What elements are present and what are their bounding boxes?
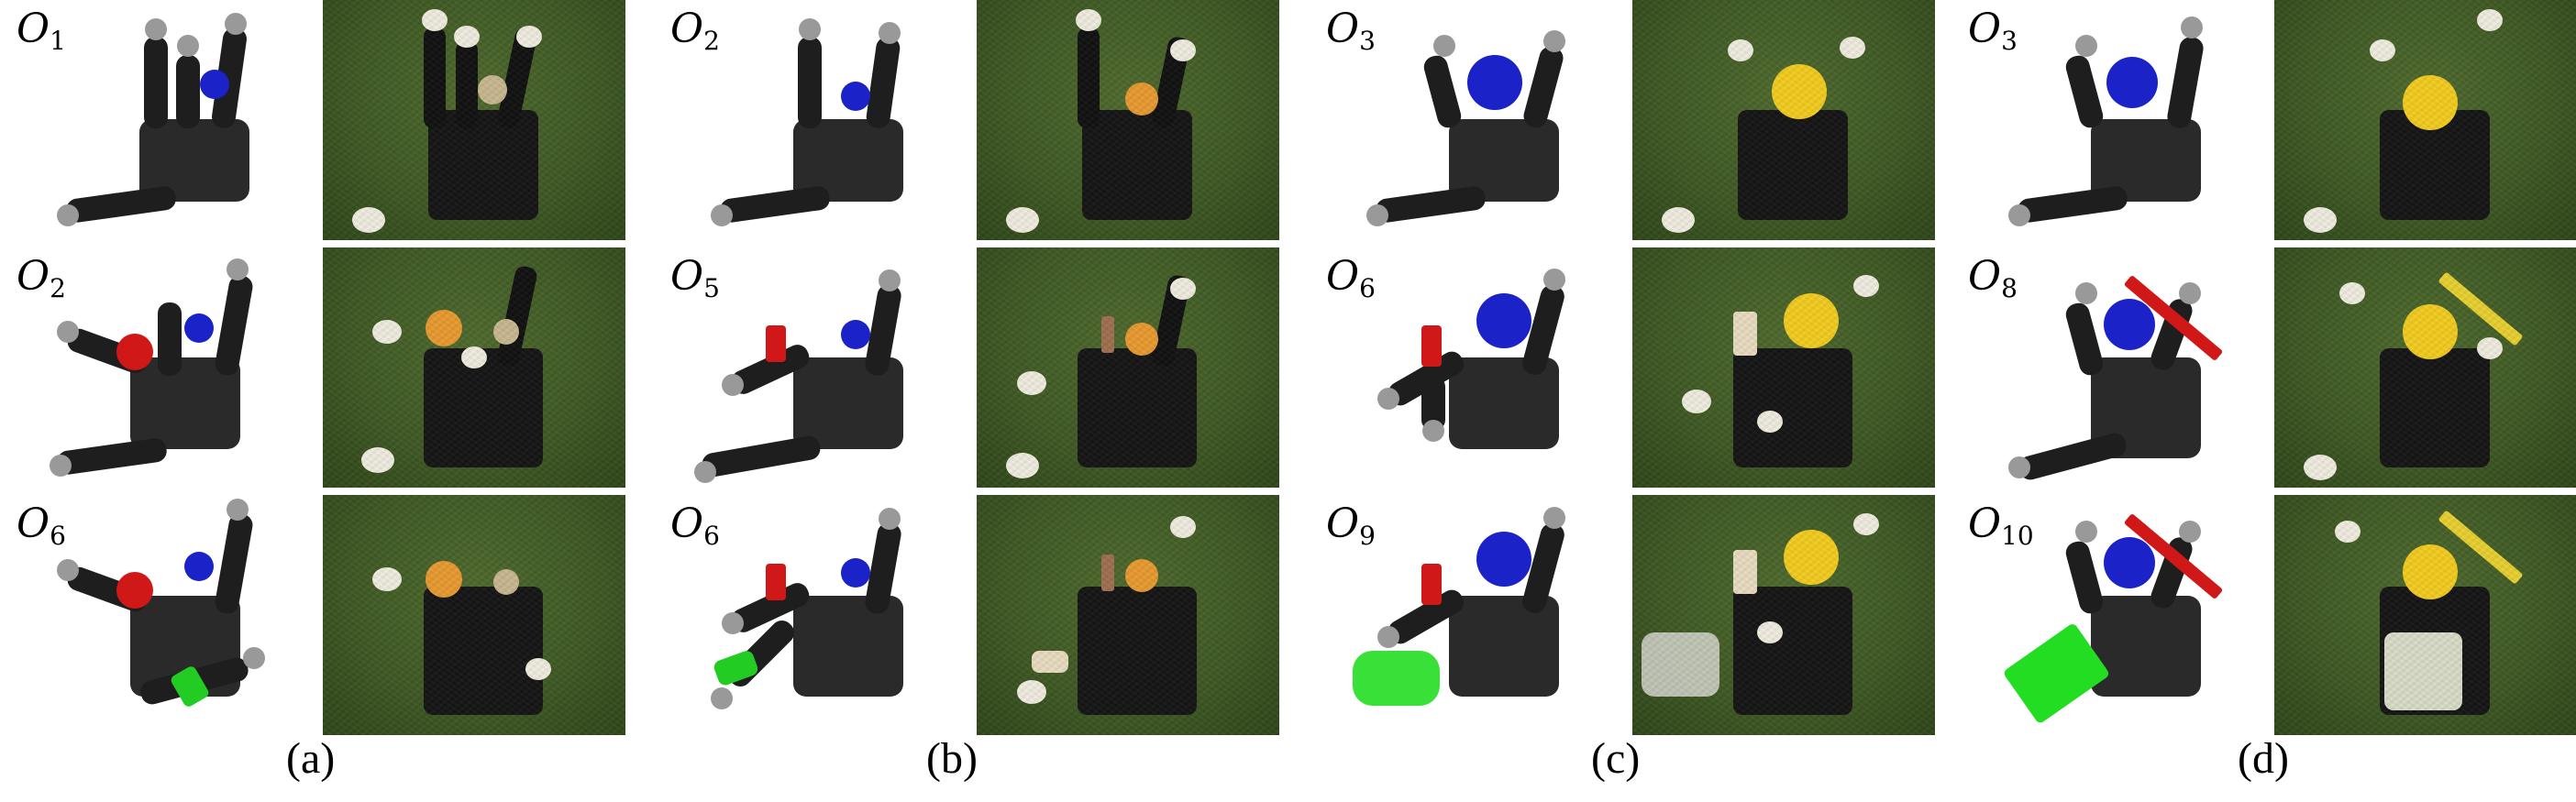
real-hand-photo	[1632, 0, 1935, 240]
object-label: O6	[670, 500, 720, 551]
panel-b: O2	[665, 0, 1298, 802]
row-2: O6	[1321, 247, 1953, 488]
row-3: O6	[665, 495, 1298, 735]
real-hand-photo	[977, 495, 1279, 735]
simulated-hand-render: O6	[665, 495, 967, 735]
object-label: O2	[17, 253, 66, 303]
object-label: O6	[1326, 253, 1376, 303]
real-hand-photo	[1632, 495, 1935, 735]
panel-d: O3 O8	[1962, 0, 2576, 802]
panel-caption: (a)	[286, 734, 336, 783]
row-3: O10	[1962, 495, 2576, 735]
simulated-hand-render: O10	[1962, 495, 2265, 735]
object-label: O1	[17, 5, 66, 56]
simulated-hand-render: O5	[665, 247, 967, 488]
simulated-hand-render: O9	[1321, 495, 1623, 735]
object-label: O8	[1968, 253, 2018, 303]
row-1: O3	[1321, 0, 1953, 240]
row-2: O8	[1962, 247, 2576, 488]
row-3: O9	[1321, 495, 1953, 735]
row-2: O5	[665, 247, 1298, 488]
row-1: O2	[665, 0, 1298, 240]
object-label: O3	[1968, 5, 2018, 56]
row-1: O3	[1962, 0, 2576, 240]
object-label: O9	[1326, 500, 1376, 551]
real-hand-photo	[323, 0, 625, 240]
real-hand-photo	[323, 495, 625, 735]
real-hand-photo	[2274, 247, 2576, 488]
object-sphere	[200, 70, 229, 99]
panel-caption: (c)	[1591, 734, 1641, 783]
simulated-hand-render: O3	[1321, 0, 1623, 240]
grasped-object	[478, 75, 507, 104]
real-hand-photo	[2274, 495, 2576, 735]
real-hand-photo	[977, 247, 1279, 488]
panel-a: O1	[11, 0, 644, 802]
panel-caption: (d)	[2238, 734, 2289, 783]
object-label: O5	[670, 253, 720, 303]
simulated-hand-render: O3	[1962, 0, 2265, 240]
simulated-hand-render: O1	[11, 0, 314, 240]
real-hand-photo	[323, 247, 625, 488]
simulated-hand-render: O2	[11, 247, 314, 488]
row-3: O6	[11, 495, 644, 735]
object-label: O10	[1968, 500, 2034, 551]
row-1: O1	[11, 0, 644, 240]
real-hand-photo	[2274, 0, 2576, 240]
panel-c: O3 O6	[1321, 0, 1953, 802]
row-2: O2	[11, 247, 644, 488]
real-hand-photo	[977, 0, 1279, 240]
object-label: O6	[17, 500, 66, 551]
simulated-hand-render: O8	[1962, 247, 2265, 488]
simulated-hand-render: O6	[11, 495, 314, 735]
real-hand-photo	[1632, 247, 1935, 488]
object-label: O2	[670, 5, 720, 56]
simulated-hand-render: O2	[665, 0, 967, 240]
object-label: O3	[1326, 5, 1376, 56]
simulated-hand-render: O6	[1321, 247, 1623, 488]
panel-caption: (b)	[926, 734, 978, 783]
